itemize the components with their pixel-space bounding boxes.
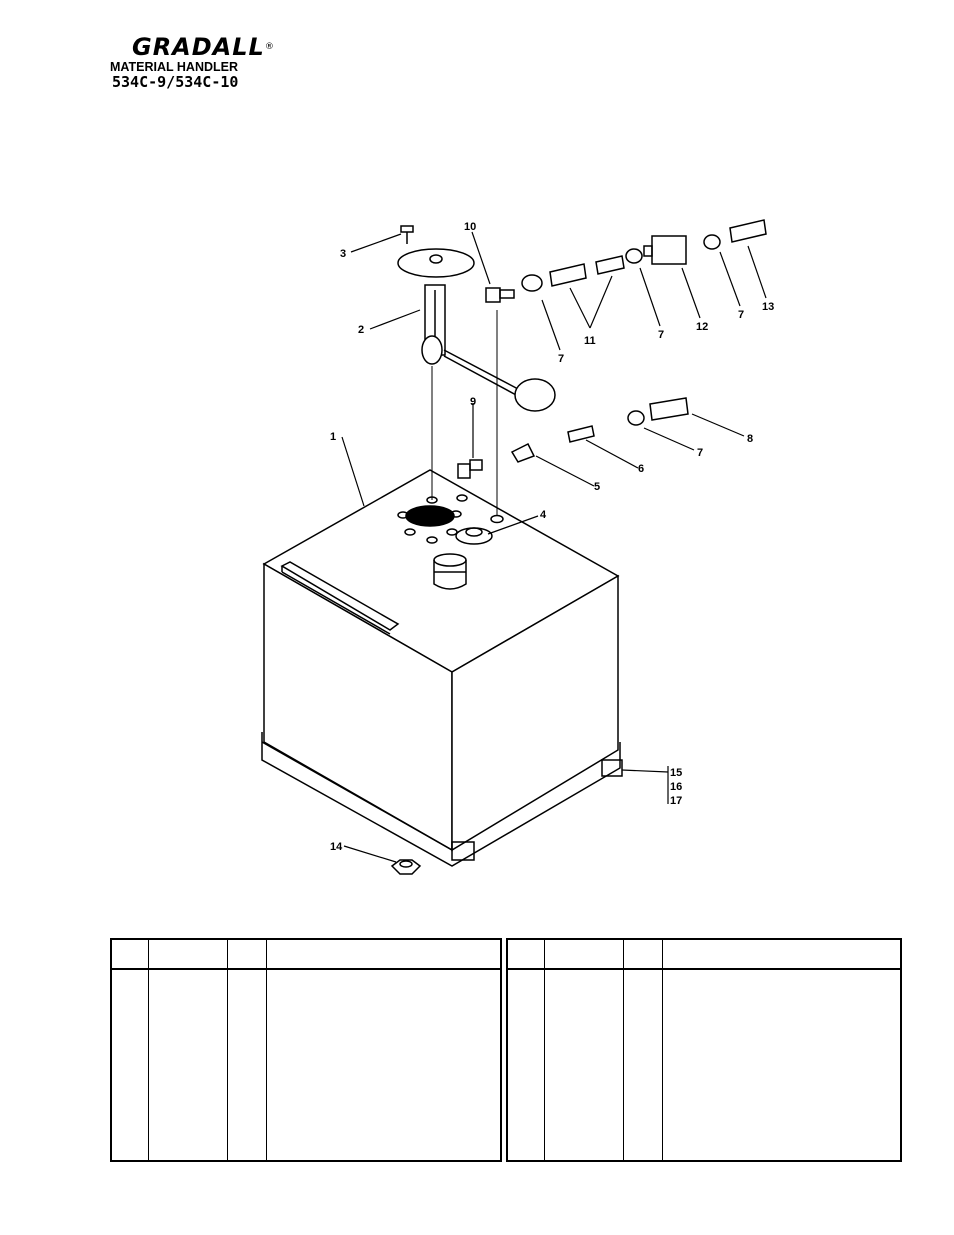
callout-7d: 7 <box>697 447 703 459</box>
callout-5: 5 <box>594 481 600 493</box>
callout-1: 1 <box>330 431 336 443</box>
callout-11: 11 <box>584 335 596 347</box>
callout-17: 17 <box>670 795 682 807</box>
callout-14: 14 <box>330 841 343 853</box>
callout-8: 8 <box>747 433 753 445</box>
callout-6: 6 <box>638 463 644 475</box>
exploded-parts-diagram: 1 2 3 4 5 6 7 7 7 7 8 9 10 11 12 13 14 1… <box>261 219 774 875</box>
parts-table-left <box>110 938 502 1162</box>
callout-15: 15 <box>670 767 682 779</box>
callout-10: 10 <box>464 221 476 233</box>
callout-16: 16 <box>670 781 682 793</box>
callout-labels: 1 2 3 4 5 6 7 7 7 7 8 9 10 11 12 13 14 1… <box>330 221 774 853</box>
callout-7c: 7 <box>738 309 744 321</box>
col-part-number <box>148 939 228 970</box>
callout-4: 4 <box>540 509 547 521</box>
callout-7b: 7 <box>658 329 664 341</box>
parts-table-right <box>506 938 902 1162</box>
callout-9: 9 <box>470 396 476 408</box>
document-header: GRADALL® MATERIAL HANDLER 534C-9/534C-10 <box>110 34 275 90</box>
col-item <box>110 939 149 970</box>
brand-logo: GRADALL® <box>132 33 275 61</box>
callout-3: 3 <box>340 248 346 260</box>
col-item <box>506 939 545 970</box>
level-sender <box>397 248 556 516</box>
return-hose-assembly <box>457 397 689 479</box>
callout-13: 13 <box>762 301 774 313</box>
hose-assembly <box>485 219 767 303</box>
screw <box>400 225 414 244</box>
col-description <box>266 939 502 970</box>
col-qty <box>227 939 267 970</box>
hydraulic-tank <box>261 469 623 875</box>
model-numbers: 534C-9/534C-10 <box>112 73 239 91</box>
col-part-number <box>544 939 624 970</box>
col-description <box>662 939 902 970</box>
product-name: MATERIAL HANDLER <box>110 60 239 74</box>
col-qty <box>623 939 663 970</box>
callout-7a: 7 <box>558 353 564 365</box>
callout-12: 12 <box>696 321 708 333</box>
callout-2: 2 <box>358 324 364 336</box>
